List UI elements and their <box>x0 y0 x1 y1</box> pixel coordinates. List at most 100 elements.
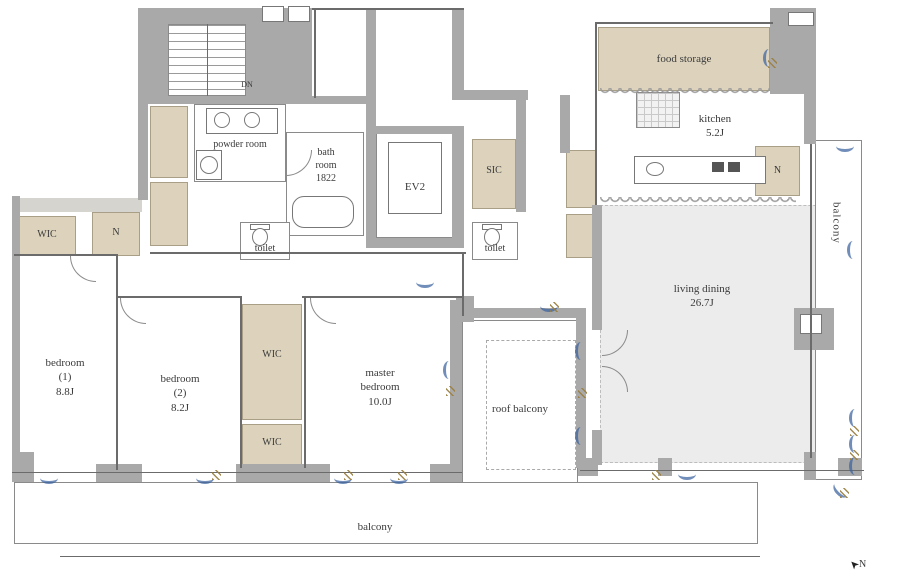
north-label: N <box>858 559 867 570</box>
room-label-bath-room: bath room 1822 <box>315 147 337 184</box>
wall-line <box>116 254 118 470</box>
fixture-box <box>262 6 284 22</box>
wall <box>96 464 142 482</box>
sink-icon <box>244 112 260 128</box>
wall <box>300 464 330 482</box>
ground-line <box>60 556 760 557</box>
window-line <box>12 472 462 473</box>
room-label-wic-left: WIC <box>37 229 57 240</box>
wall <box>366 8 376 138</box>
roof-balcony-inner-dash <box>486 340 576 470</box>
kitchen-sink-icon <box>646 162 664 176</box>
fixture-box <box>288 6 310 22</box>
shaft-box <box>788 12 814 26</box>
closet-depth-band <box>20 198 142 212</box>
room-label-wic-mid-upper: WIC <box>262 349 282 360</box>
room-label-bedroom-2: bedroom (2) 8.2J <box>160 373 200 414</box>
vent-mark <box>768 58 777 68</box>
bathtub-icon <box>292 196 354 228</box>
wall <box>560 95 570 153</box>
wall <box>12 196 20 482</box>
room-label-powder-room: powder room <box>213 139 267 150</box>
wall <box>236 464 308 482</box>
wall-line <box>14 254 118 256</box>
wall <box>366 134 376 238</box>
room-label-food-storage: food storage <box>656 53 712 65</box>
stairs-label: DN <box>241 80 253 89</box>
storage-n-left-area <box>92 212 140 256</box>
window-line <box>580 470 864 471</box>
vent-mark <box>212 470 221 480</box>
wall <box>452 134 464 238</box>
window-mark <box>40 472 58 484</box>
washer-drum-icon <box>200 156 218 174</box>
stove-icon <box>712 162 724 172</box>
room-label-roof-balcony: roof balcony <box>492 403 548 415</box>
wall <box>592 430 602 465</box>
balcony-right-area <box>815 140 862 480</box>
wall-line <box>150 252 466 254</box>
wall <box>578 458 598 476</box>
room-label-balcony-bottom: balcony <box>357 521 393 533</box>
vent-mark <box>344 470 353 480</box>
room-label-elevator: EV2 <box>404 181 426 193</box>
door-swing <box>310 298 336 324</box>
window-mark <box>678 468 696 480</box>
wall-line <box>312 8 464 10</box>
window-mark <box>836 140 854 152</box>
wall <box>456 308 586 318</box>
north-arrow: ➤N <box>838 544 878 572</box>
room-label-kitchen: kitchen 5.2J <box>698 113 732 140</box>
toilet-icon <box>252 228 268 246</box>
sink-icon <box>214 112 230 128</box>
wall <box>452 8 464 100</box>
vent-mark <box>840 488 849 498</box>
wall <box>452 90 528 100</box>
window-mark <box>416 276 434 288</box>
wall <box>804 92 816 144</box>
kitchen-shelf <box>636 92 680 128</box>
wall <box>804 452 816 480</box>
stair-rail <box>207 24 208 96</box>
wall <box>430 464 462 482</box>
closet-b <box>150 182 188 246</box>
elevator-car <box>388 142 442 214</box>
window-mark <box>540 300 558 312</box>
wall-line <box>302 296 462 298</box>
wall-line <box>304 298 306 468</box>
wall <box>138 100 148 200</box>
room-label-toilet-left: toilet <box>254 243 276 254</box>
sic-area <box>472 139 516 209</box>
window-mark <box>390 472 408 484</box>
door-swing <box>70 256 96 282</box>
window-mark <box>334 472 352 484</box>
room-label-living-dining: living dining 26.7J <box>673 283 731 310</box>
wall <box>366 126 464 134</box>
curtain-track <box>600 197 796 205</box>
room-label-bedroom-1: bedroom (1) 8.8J <box>45 357 85 398</box>
wall <box>450 300 462 480</box>
wall-line <box>462 254 464 316</box>
vent-mark <box>578 388 587 398</box>
hall-closet-a <box>566 150 596 208</box>
wall-line <box>595 22 597 205</box>
wall <box>516 98 526 212</box>
window-mark <box>849 409 861 427</box>
vent-mark <box>850 450 859 460</box>
roof-balcony-area <box>462 320 578 488</box>
wall <box>592 205 602 330</box>
window-line <box>810 144 812 458</box>
wic-left-area <box>18 216 76 256</box>
window-mark <box>847 241 859 259</box>
closet-a <box>150 106 188 178</box>
window-mark <box>575 342 587 360</box>
door-swing <box>120 298 146 324</box>
wall <box>658 458 672 476</box>
wall <box>366 238 464 248</box>
vent-mark <box>550 302 559 312</box>
vent-mark <box>398 470 407 480</box>
vent-mark <box>850 426 859 436</box>
balcony-bottom-area <box>14 482 758 544</box>
wall <box>12 464 34 482</box>
